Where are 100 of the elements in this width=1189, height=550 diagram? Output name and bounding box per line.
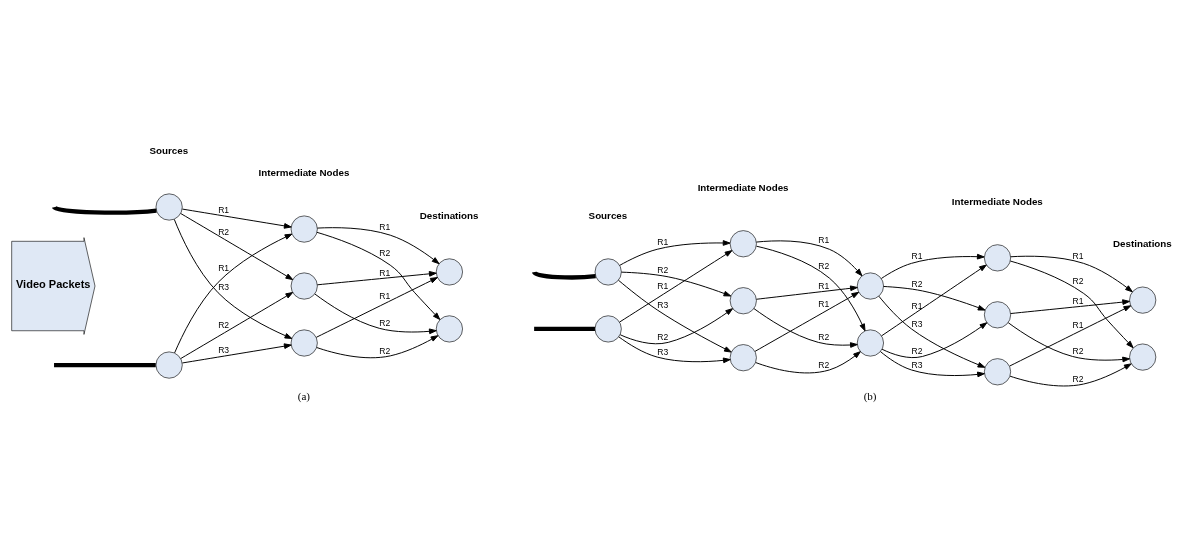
edge-label: R1 <box>911 300 923 311</box>
arrow <box>1009 260 1134 349</box>
edge-label: R3 <box>218 282 230 293</box>
connector <box>534 326 595 332</box>
label: Sources <box>588 210 628 222</box>
edge-label: R1 <box>818 298 830 309</box>
node-circle <box>594 315 622 343</box>
edge-label: R3 <box>657 299 669 310</box>
edge-label: R2 <box>911 346 923 357</box>
arrow <box>619 308 734 345</box>
node-circle <box>984 244 1011 272</box>
arrow <box>1007 322 1130 363</box>
arrow <box>755 240 863 277</box>
arrow <box>316 231 441 320</box>
edge-label: R2 <box>911 279 923 290</box>
edge-label: R1 <box>218 262 230 273</box>
edge-label: R2 <box>657 265 669 276</box>
arrow <box>878 295 986 368</box>
edge-label: R2 <box>1072 276 1084 287</box>
arrow <box>755 351 861 374</box>
arrow <box>755 285 858 300</box>
arrow <box>753 308 858 348</box>
label: Destinations <box>419 210 479 222</box>
edge-label: R2 <box>379 248 391 259</box>
node-circle <box>856 329 884 357</box>
edge-label: R1 <box>379 222 391 233</box>
connector <box>532 270 596 280</box>
connector <box>52 205 157 215</box>
arrow <box>314 293 437 335</box>
node-circle <box>435 315 463 343</box>
label: Intermediate Nodes <box>258 167 350 179</box>
arrow <box>881 264 987 337</box>
edge-label: R1 <box>1072 250 1084 261</box>
node-circle <box>290 329 318 357</box>
arrow <box>618 279 732 353</box>
arrow <box>618 336 731 364</box>
edge-label: R1 <box>379 291 391 302</box>
arrow <box>620 271 732 297</box>
edge-label: R1 <box>818 235 830 246</box>
arrow <box>756 245 866 332</box>
node-circle <box>594 258 622 286</box>
arrow <box>316 227 440 265</box>
arrow <box>880 253 985 279</box>
edge-label: R2 <box>218 227 230 238</box>
node-circle <box>729 344 757 372</box>
edge-label: R2 <box>379 345 391 356</box>
edge-label: R2 <box>818 261 830 271</box>
arrow <box>316 335 439 359</box>
arrow <box>316 271 437 286</box>
edge-label: R3 <box>218 344 230 355</box>
arrow <box>754 291 860 352</box>
edge-label: R1 <box>657 281 669 292</box>
edge-label: R3 <box>911 359 923 370</box>
node-circle <box>1129 343 1157 371</box>
edge-label: R3 <box>911 318 923 329</box>
edge-label: R1 <box>218 205 230 216</box>
label: Sources <box>149 145 189 157</box>
arrow <box>174 233 293 354</box>
edge-label: R1 <box>379 267 391 278</box>
edge-label: R1 <box>1072 319 1084 330</box>
arrow <box>1010 299 1130 315</box>
label: Intermediate Nodes <box>951 196 1043 208</box>
arrow <box>180 292 294 360</box>
edge-label: R1 <box>1072 295 1084 306</box>
node-circle <box>729 230 757 258</box>
edge-label: R2 <box>218 320 230 331</box>
arrow <box>619 250 733 323</box>
node-circle <box>984 301 1011 329</box>
edge-label: R1 <box>911 251 923 262</box>
edge-label: R1 <box>657 237 669 248</box>
arrow <box>880 351 985 378</box>
node-circle <box>290 215 318 243</box>
edge-label: R1 <box>818 280 830 291</box>
label: (b) <box>863 390 877 403</box>
node-circle <box>435 258 463 286</box>
arrow <box>180 213 294 281</box>
edge-label: R2 <box>1072 346 1084 357</box>
edge-label: R2 <box>657 332 669 343</box>
node-circle <box>155 193 183 221</box>
arrow <box>181 343 292 364</box>
label: Intermediate Nodes <box>697 181 789 193</box>
arrow <box>883 286 986 311</box>
arrow <box>173 218 293 339</box>
arrow <box>1009 305 1132 367</box>
arrow <box>181 208 292 229</box>
node-circle <box>155 351 183 379</box>
connector <box>54 362 156 368</box>
edge-label: R2 <box>1072 373 1084 384</box>
arrow <box>1010 255 1133 293</box>
node-circle <box>729 287 757 315</box>
arrow <box>881 322 988 359</box>
arrow <box>619 240 731 266</box>
node-circle <box>856 272 884 300</box>
edge-label: R3 <box>657 346 669 357</box>
arrow <box>1009 363 1132 387</box>
arrow <box>315 277 438 338</box>
label: (a) <box>297 390 311 403</box>
edge-label: R2 <box>818 332 830 343</box>
edge-label: R2 <box>818 359 830 370</box>
node-circle <box>984 358 1011 386</box>
